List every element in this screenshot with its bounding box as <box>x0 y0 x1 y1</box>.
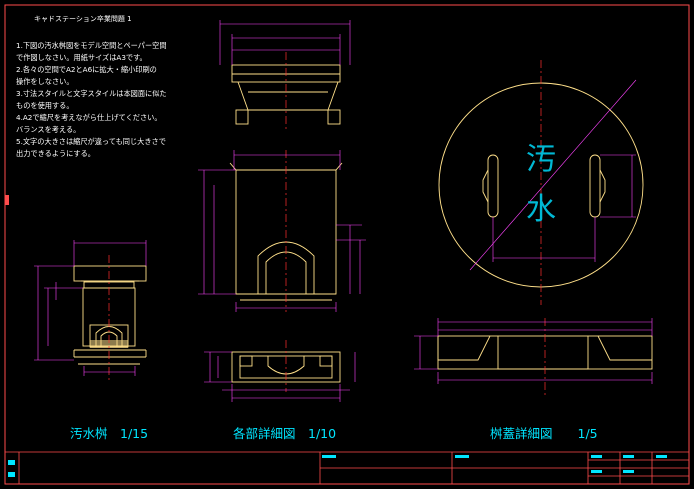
lid-kanji-top: 汚 <box>526 142 556 177</box>
instruction-line: 2.各々の空間でA2とA6に拡大・縮小印刷の <box>16 65 157 74</box>
title-lid-detail: 桝蓋詳細図 1/5 <box>490 426 598 441</box>
title-catch-basin: 汚水桝 1/15 <box>70 426 149 441</box>
title-block <box>5 451 689 484</box>
detail-top-view <box>219 20 351 132</box>
sheet-header-title: キャドステーション卒業問題 1 <box>34 15 132 23</box>
lid-kanji-bottom: 水 <box>526 192 556 227</box>
lid-section-view <box>414 318 653 395</box>
instruction-line: 出力できるようにする。 <box>16 149 95 158</box>
title-detail: 各部詳細図 1/10 <box>233 426 337 441</box>
detail-elevation <box>198 150 366 312</box>
drawing-border <box>4 4 690 485</box>
catch-basin-section <box>34 240 147 380</box>
title-block-markers <box>8 455 667 477</box>
instruction-line: 3.寸法スタイルと文字スタイルは本図面に似た <box>16 89 167 98</box>
instruction-line: バランスを考える。 <box>16 125 81 134</box>
instruction-line: 5.文字の大きさは縮尺が違っても同じ大きさで <box>16 137 166 146</box>
border-marker <box>5 195 9 205</box>
detail-bottom-section <box>204 340 356 402</box>
instruction-line: ものを使用する。 <box>16 101 74 110</box>
instruction-line: 1.下図の汚水桝図をモデル空間とペーパー空間 <box>16 41 167 50</box>
drawing-border-inner <box>4 4 690 485</box>
instruction-line: 操作をしなさい。 <box>16 77 74 86</box>
lid-plan-view <box>438 60 644 305</box>
instruction-line: で作図しなさい。用紙サイズはA3です。 <box>16 53 147 62</box>
instruction-line: 4.A2で縮尺を考えながら仕上げてください。 <box>16 113 162 122</box>
